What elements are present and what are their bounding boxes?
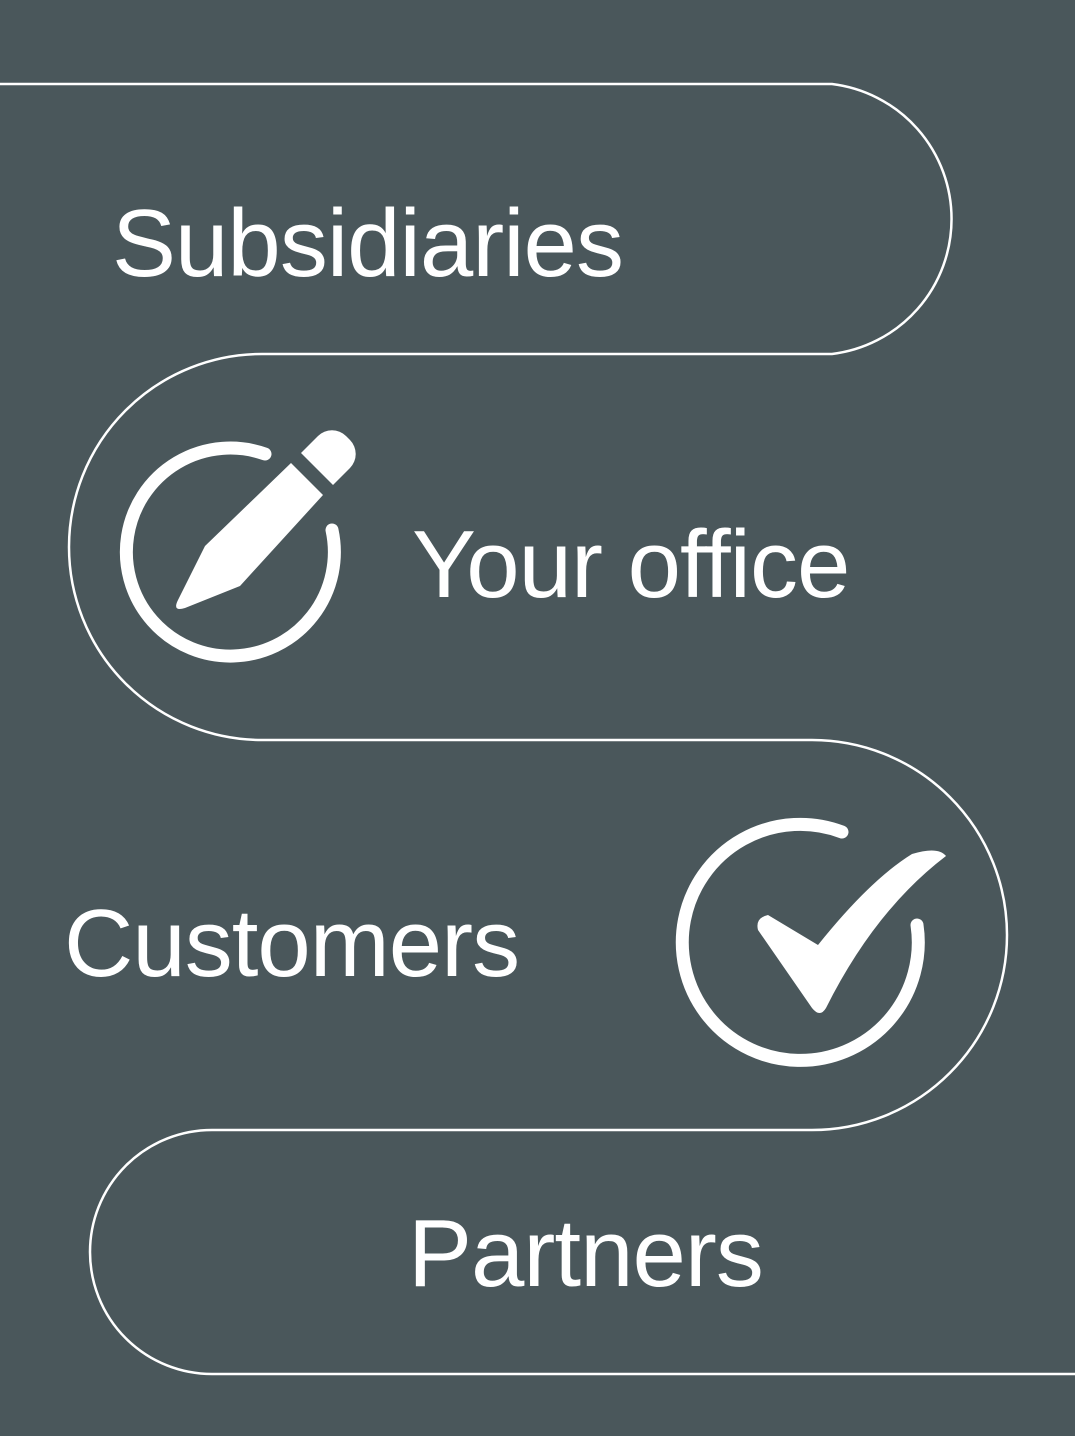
pencil-icon-ring [119, 441, 341, 663]
pencil-icon-body [176, 430, 356, 609]
step-partners: Partners [408, 1200, 764, 1307]
step-label-partners: Partners [408, 1200, 763, 1307]
step-customers: Customers [64, 817, 946, 1067]
step-your-office: Your office [119, 430, 850, 663]
step-subsidiaries: Subsidiaries [112, 190, 624, 297]
checkmark-icon-tick [757, 850, 946, 1013]
step-label-subsidiaries: Subsidiaries [112, 190, 623, 297]
checkmark-in-circle-icon [675, 817, 946, 1067]
pencil-in-circle-icon [119, 430, 356, 663]
serpentine-connector-line [0, 82, 1075, 1376]
step-label-customers: Customers [64, 890, 519, 997]
step-label-your-office: Your office [412, 511, 849, 618]
checkmark-icon-ring [675, 817, 925, 1067]
